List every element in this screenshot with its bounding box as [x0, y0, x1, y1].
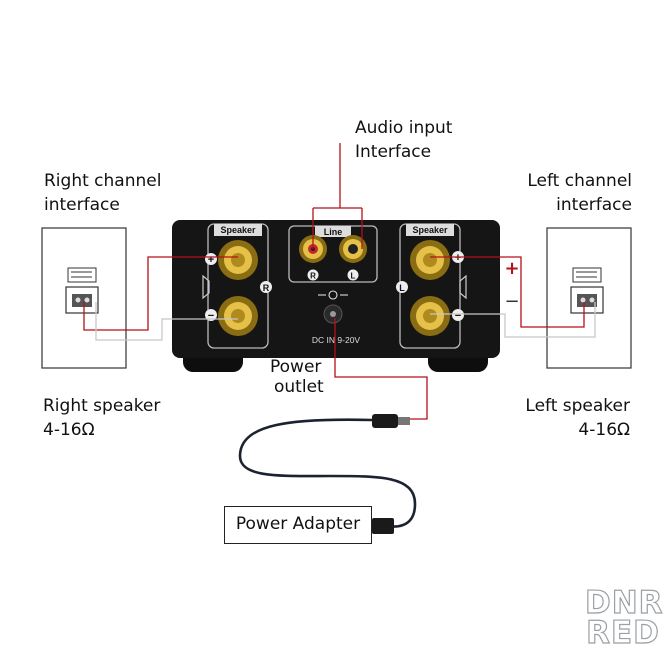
power-adapter-label: Power Adapter [235, 514, 361, 534]
right-channel-wires [83, 256, 238, 341]
svg-text:−: − [208, 310, 214, 322]
svg-text:R: R [310, 272, 316, 281]
audio-input-label: Audio input Interface [355, 118, 453, 162]
left-channel-wires [430, 256, 596, 338]
watermark: DNR RED [584, 585, 664, 651]
plus-polarity-mark: + [504, 258, 519, 279]
minus-polarity-mark: − [504, 291, 519, 312]
right-speaker [41, 227, 127, 369]
left-speaker-label: Left speaker 4-16Ω [525, 396, 630, 440]
right-channel-label: Right channel interface [44, 171, 162, 215]
power-outlet-label: Power outlet [270, 357, 324, 397]
speaker-label-left: Speaker [220, 225, 256, 235]
speaker-label-right: Speaker [412, 225, 448, 235]
svg-text:−: − [455, 310, 461, 322]
line-label: Line [324, 227, 343, 237]
amplifier-rear-panel: Speaker + − R Speaker + − L Line [172, 220, 500, 372]
audio-input-wires [312, 143, 363, 249]
adapter-plug [372, 518, 394, 534]
dc-plug [372, 414, 410, 428]
svg-text:L: L [399, 283, 405, 293]
dc-in-label: DC IN 9-20V [312, 335, 361, 345]
svg-text:R: R [263, 283, 270, 293]
power-cable [238, 318, 428, 528]
right-speaker-label: Right speaker 4-16Ω [43, 396, 161, 440]
left-speaker [546, 227, 632, 369]
svg-text:+: + [208, 254, 214, 266]
power-adapter-box: Power Adapter [224, 506, 372, 544]
svg-text:L: L [351, 272, 356, 281]
dc-polarity-icon [318, 290, 348, 300]
left-channel-label: Left channel interface [527, 171, 632, 215]
svg-text:+: + [455, 252, 461, 264]
